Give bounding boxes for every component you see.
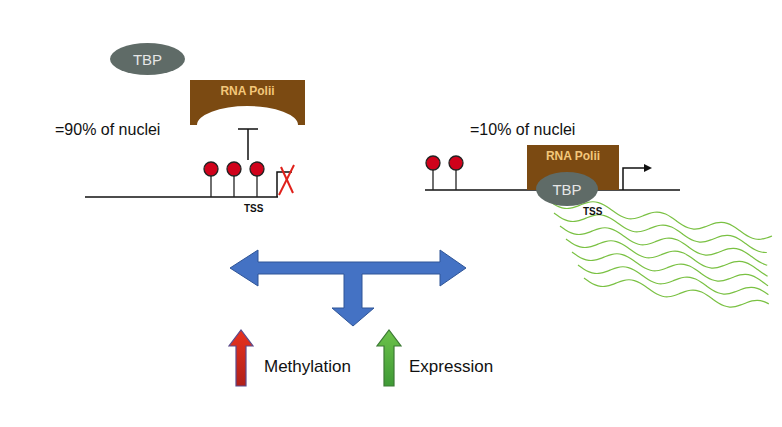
percentage-note: =90% of nuclei <box>55 121 160 139</box>
tss-bent-arrow <box>623 168 650 190</box>
axis-label: Expression <box>409 357 493 377</box>
methyl-lollipops <box>426 156 463 190</box>
node-label: TBP <box>133 51 162 68</box>
axis-label: Methylation <box>264 357 351 377</box>
tbp-ellipse: TBP <box>110 43 185 75</box>
double-arrow <box>230 250 466 326</box>
up-arrow-expression <box>377 330 401 386</box>
transcript-wave <box>578 265 768 295</box>
up-arrow-methylation <box>229 330 253 386</box>
percentage-note: =10% of nuclei <box>470 121 575 139</box>
node-label: TBP <box>552 181 581 198</box>
tss-label: TSS <box>583 206 602 217</box>
transcript-wave <box>572 252 768 286</box>
tbp-ellipse: TBP <box>536 172 598 206</box>
rna-polymerase-box: RNA Polii <box>190 80 305 125</box>
inhibition-bar <box>238 129 258 160</box>
ellipse-fill <box>536 172 598 206</box>
methyl-lollipops <box>204 162 264 197</box>
transcript-wave <box>584 278 769 307</box>
block-cross <box>279 165 294 195</box>
transcript-waves <box>548 200 772 307</box>
node-label: RNA Polii <box>220 84 274 98</box>
dna-strand <box>85 196 278 198</box>
transcript-wave <box>566 239 768 276</box>
transcript-wave <box>560 226 767 265</box>
polymerase-fill <box>190 80 305 125</box>
node-label: RNA Polii <box>546 149 600 163</box>
ellipse-fill <box>110 43 185 75</box>
tss-label: TSS <box>244 203 263 214</box>
